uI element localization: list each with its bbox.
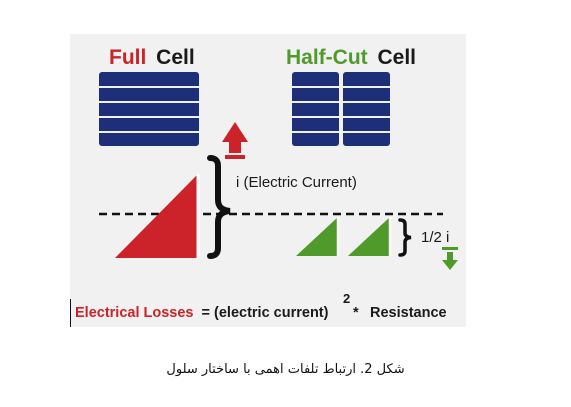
formula-equals: = (electric current) — [202, 305, 329, 321]
full-cell-title-word1: Full — [109, 46, 146, 69]
up-arrow-icon — [222, 122, 248, 159]
half-cut-triangle-right — [348, 217, 390, 256]
full-cell-title: Full Cell — [109, 46, 195, 69]
formula-losses: Electrical Losses — [75, 305, 194, 321]
diagram-canvas: Full Cell Half-Cut Cell — [75, 46, 458, 321]
half-cut-triangle-left — [296, 217, 338, 256]
half-cut-title-word1: Half-Cut — [286, 46, 368, 69]
half-current-label: 1/2 i — [421, 229, 449, 246]
figure-caption: شکل 2. ارتباط تلفات اهمی با ساختار سلول — [166, 362, 405, 377]
formula-times: * — [353, 305, 359, 321]
text-cursor — [70, 299, 71, 327]
formula: Electrical Losses = (electric current) — [75, 305, 329, 321]
full-cell-title-word2: Cell — [156, 46, 195, 69]
cell-diagram: Full Cell Half-Cut Cell — [70, 34, 466, 327]
down-arrow-icon — [442, 247, 458, 270]
current-label: i (Electric Current) — [236, 174, 357, 191]
full-cell-current-triangle — [115, 174, 198, 258]
half-cut-title-word2: Cell — [378, 46, 417, 69]
formula-exponent: 2 — [343, 291, 350, 306]
small-curly-brace-icon — [398, 218, 412, 257]
half-cut-cell-title: Half-Cut Cell — [286, 46, 416, 69]
formula-resistance: Resistance — [370, 305, 447, 321]
curly-brace-icon — [207, 155, 231, 259]
half-cut-cell-panel — [292, 72, 390, 146]
full-cell-panel — [99, 72, 199, 146]
